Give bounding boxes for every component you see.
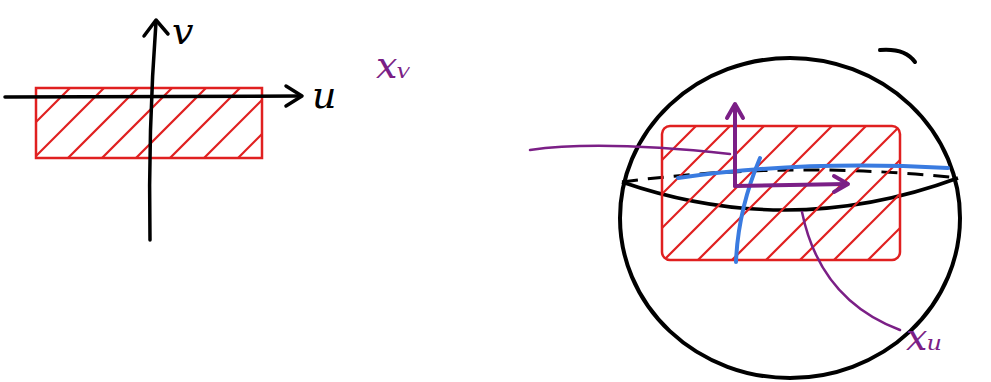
v-curve [736, 158, 760, 262]
leader-line [802, 212, 900, 330]
sphere-stroke-end [880, 50, 915, 62]
hatch-stroke [204, 88, 262, 158]
hatch-stroke [238, 88, 262, 158]
hatch-stroke [800, 126, 900, 260]
hatch-stroke [732, 126, 866, 260]
axis-label: u [312, 76, 336, 114]
hatch-stroke [170, 88, 240, 158]
xv-vector [733, 106, 737, 186]
xu-vector [735, 184, 846, 186]
hatch-stroke [868, 126, 900, 260]
leader-line [530, 146, 730, 154]
v-axis [150, 22, 156, 240]
u-arrowhead [286, 86, 302, 106]
v-arrowhead [144, 20, 168, 36]
xv-arrowhead [727, 104, 743, 118]
sphere-outline [620, 58, 960, 378]
sphere [528, 50, 991, 378]
u-curve [678, 166, 948, 178]
hatch-stroke [662, 126, 696, 260]
parameter-domain [0, 20, 308, 240]
hatch-stroke [664, 126, 798, 260]
vector-label: xᵥ [376, 46, 412, 84]
equator-back [622, 170, 958, 182]
vector-label: xᵤ [906, 318, 943, 356]
hatching [662, 126, 900, 260]
hatch-stroke [766, 126, 900, 260]
hatch-stroke [698, 126, 832, 260]
axis-label: v [172, 12, 193, 50]
hatch-stroke [102, 88, 172, 158]
xu-arrowhead [834, 176, 848, 192]
hatch-stroke [136, 88, 206, 158]
hatch-stroke [834, 126, 900, 260]
